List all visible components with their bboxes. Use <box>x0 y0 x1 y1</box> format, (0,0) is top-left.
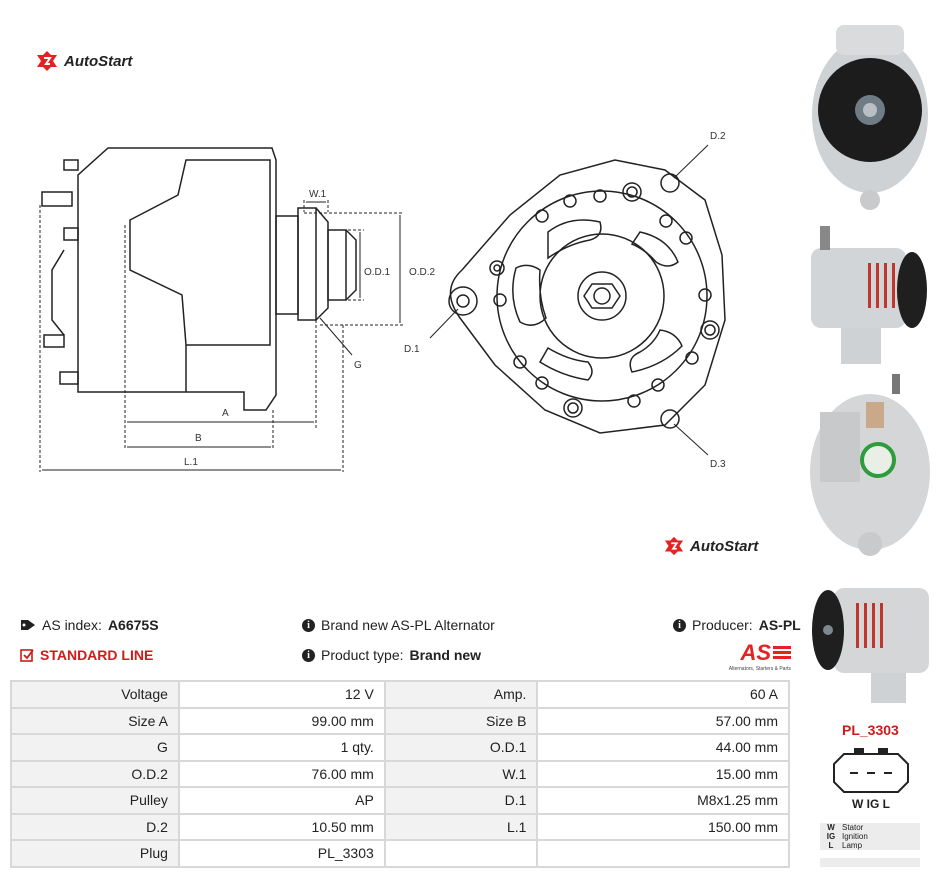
plug-code: PL_3303 <box>842 722 899 738</box>
spec-value: PL_3303 <box>177 839 386 868</box>
as-index-label: AS index: <box>42 617 102 633</box>
info-icon: i <box>673 618 686 632</box>
producer-label: Producer: <box>692 617 753 633</box>
producer: i Producer: AS-PL <box>673 617 801 633</box>
label-a: A <box>222 408 229 419</box>
spec-key: G <box>10 733 180 762</box>
product-photo-side-2 <box>812 588 929 703</box>
check-square-icon <box>20 649 34 662</box>
spec-value: 1 qty. <box>177 733 386 762</box>
label-l1: L.1 <box>184 457 198 468</box>
product-type: i Product type: Brand new <box>302 647 481 663</box>
plug-connector-icon: W IG L <box>833 748 909 811</box>
label-d1: D.1 <box>404 344 420 355</box>
description-text: Brand new AS-PL Alternator <box>321 617 495 633</box>
spec-key: D.2 <box>10 812 180 841</box>
label-od2: O.D.2 <box>409 267 436 278</box>
spec-value: 99.00 mm <box>177 706 386 735</box>
spec-value: 57.00 mm <box>536 706 790 735</box>
brand-logo-icon <box>664 536 684 556</box>
spec-value: M8x1.25 mm <box>536 786 790 815</box>
label-g: G <box>354 360 362 371</box>
spec-key: Plug <box>10 839 180 868</box>
product-photo-front <box>812 25 928 210</box>
description: i Brand new AS-PL Alternator <box>302 617 495 633</box>
producer-logo-text: AS <box>740 640 771 665</box>
spec-key: W.1 <box>383 759 539 788</box>
product-type-label: Product type: <box>321 647 404 663</box>
spec-value: AP <box>177 786 386 815</box>
product-photo-rear <box>810 374 930 556</box>
producer-logo-bars <box>773 646 791 659</box>
tag-icon <box>21 620 35 630</box>
info-icon: i <box>302 618 315 632</box>
spec-value: 15.00 mm <box>536 759 790 788</box>
spec-key <box>383 839 539 868</box>
spec-value: 150.00 mm <box>536 812 790 841</box>
spec-key: O.D.1 <box>383 733 539 762</box>
spec-key: L.1 <box>383 812 539 841</box>
product-type-value: Brand new <box>409 647 482 663</box>
label-od1: O.D.1 <box>364 267 391 278</box>
product-photo-side <box>811 226 927 364</box>
spec-key: Size A <box>10 706 180 735</box>
brand-name: AutoStart <box>690 537 759 555</box>
spec-key: Amp. <box>383 680 539 709</box>
producer-logo-caption: Alternators, Starters & Parts <box>728 666 791 672</box>
as-index: AS index: A6675S <box>20 617 159 633</box>
producer-value: AS-PL <box>758 617 801 633</box>
brand-name: AutoStart <box>64 52 133 70</box>
brand-logo-top: AutoStart <box>36 50 132 72</box>
standard-line-text: STANDARD LINE <box>40 647 154 663</box>
brand-logo-icon <box>37 51 57 71</box>
technical-drawing: W.1 O.D.1 O.D.2 G A B L.1 D.1 <box>39 131 726 472</box>
spec-key: D.1 <box>383 786 539 815</box>
spec-key: O.D.2 <box>10 759 180 788</box>
legend-blank <box>820 858 920 867</box>
spec-value: 44.00 mm <box>536 733 790 762</box>
spec-value: 10.50 mm <box>177 812 386 841</box>
info-icon: i <box>302 648 315 662</box>
plug-pins: W IG L <box>852 797 890 811</box>
spec-key: Size B <box>383 706 539 735</box>
spec-value: 76.00 mm <box>177 759 386 788</box>
producer-logo: AS Alternators, Starters & Parts <box>703 640 791 672</box>
label-d2: D.2 <box>710 131 726 142</box>
label-b: B <box>195 433 202 444</box>
spec-value: 12 V <box>177 680 386 709</box>
spec-key: Voltage <box>10 680 180 709</box>
standard-line: STANDARD LINE <box>20 647 153 663</box>
spec-key: Pulley <box>10 786 180 815</box>
label-w1: W.1 <box>309 189 327 200</box>
label-d3: D.3 <box>710 459 726 470</box>
spec-value <box>536 839 790 868</box>
spec-value: 60 A <box>536 680 790 709</box>
brand-logo-bottom: AutoStart <box>664 536 758 556</box>
as-index-value: A6675S <box>107 617 159 633</box>
